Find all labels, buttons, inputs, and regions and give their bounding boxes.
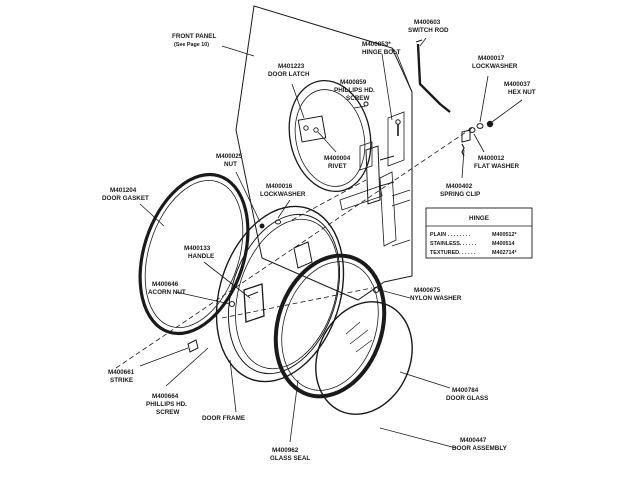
- label-door-frame: DOOR FRAME: [202, 415, 245, 422]
- label-rivet-num: M400004: [324, 155, 351, 162]
- label-nylon-washer: NYLON WASHER: [410, 295, 462, 302]
- label-hinge-bolt: HINGE BOLT: [362, 49, 401, 56]
- label-switch-rod-num: M400603: [414, 19, 441, 26]
- hex-nut-part: [486, 120, 494, 128]
- hinge-row-stainless-label: STAINLESS. . . . . .: [430, 241, 477, 247]
- spring-clip-part: [461, 143, 465, 157]
- label-door-latch-num: M401223: [278, 63, 305, 70]
- assembly-axis: [115, 127, 473, 369]
- flat-washer-part: [461, 127, 476, 143]
- label-nut-num: M400025: [216, 153, 243, 160]
- lockwasher-part: [476, 123, 484, 129]
- label-lockwasher2-num: M400016: [266, 183, 293, 190]
- hinge-bolt: [395, 119, 401, 136]
- label-rivet: RIVET: [328, 163, 347, 170]
- acorn-nut-part: [229, 301, 235, 307]
- door-gasket: [138, 172, 250, 336]
- door-frame: [215, 205, 345, 383]
- label-front-panel-note: (See Page 10): [174, 42, 209, 48]
- label-hex-nut-num: M400037: [504, 81, 531, 88]
- label-acorn-nut-num: M400646: [152, 281, 179, 288]
- door-latch: [297, 115, 327, 143]
- label-door-assembly-num: M400447: [460, 437, 487, 444]
- label-lockwasher-num: M400017: [478, 55, 505, 62]
- label-spring-clip: SPRING CLIP: [440, 191, 480, 198]
- hinge-row-stainless-value: M400514: [492, 241, 514, 247]
- label-strike: STRIKE: [110, 377, 133, 384]
- label-phillips-screw-1: PHILLIPS HD.: [334, 87, 375, 94]
- nylon-washer-part: [372, 286, 380, 294]
- leader-lines: [139, 37, 523, 449]
- label-nylon-washer-num: M400675: [414, 287, 441, 294]
- label-acorn-nut: ACORN NUT: [148, 289, 186, 296]
- label-door-gasket: DOOR GASKET: [102, 195, 149, 202]
- handle-part: [243, 283, 265, 323]
- label-phillips-screw2-1: PHILLIPS HD.: [146, 401, 187, 408]
- label-hinge-bolt-num: M400853*: [362, 41, 391, 48]
- label-nut: NUT: [224, 161, 237, 168]
- label-lockwasher2: LOCKWASHER: [260, 191, 306, 198]
- hinge-table-title: HINGE: [469, 215, 489, 222]
- label-door-latch: DOOR LATCH: [268, 71, 310, 78]
- nut-part: [259, 223, 265, 229]
- label-phillips-screw-2: SCREW: [346, 95, 369, 102]
- front-panel: [235, 5, 413, 301]
- label-switch-rod: SWITCH ROD: [408, 27, 449, 34]
- label-door-glass-num: M400784: [452, 387, 479, 394]
- label-strike-num: M400661: [108, 369, 135, 376]
- switch-rod: [415, 39, 451, 113]
- hinge-table: HINGE PLAIN . . . . . . . . M400512* STA…: [425, 207, 533, 259]
- label-phillips-screw2-num: M400664: [152, 393, 179, 400]
- door-glass: [315, 301, 413, 415]
- phillips-screw-latch: [363, 101, 369, 107]
- label-phillips-screw-num: M400859: [340, 79, 367, 86]
- hinge-row-textured-value: M402714*: [492, 250, 517, 256]
- label-glass-seal-num: M400962: [272, 447, 299, 454]
- hinge-row-plain-label: PLAIN . . . . . . . .: [430, 232, 471, 238]
- label-door-assembly: DOOR ASSEMBLY: [452, 445, 508, 452]
- label-door-glass: DOOR GLASS: [446, 395, 488, 402]
- hinge-row-textured-label: TEXTURED. . . . . .: [430, 250, 476, 256]
- label-handle-num: M400133: [184, 245, 211, 252]
- label-flat-washer-num: M400012: [478, 155, 505, 162]
- label-lockwasher: LOCKWASHER: [472, 63, 518, 70]
- label-glass-seal: GLASS SEAL: [270, 455, 310, 462]
- label-flat-washer: FLAT WASHER: [474, 163, 519, 170]
- glass-seal: [273, 253, 387, 399]
- label-spring-clip-num: M400402: [446, 183, 473, 190]
- strike-part: [187, 339, 199, 353]
- callout-labels: FRONT PANEL (See Page 10) M400603 SWITCH…: [102, 19, 536, 462]
- hinge: [365, 145, 395, 205]
- label-front-panel: FRONT PANEL: [172, 33, 216, 40]
- label-hex-nut: HEX NUT: [508, 89, 536, 96]
- label-door-gasket-num: M401204: [110, 187, 137, 194]
- hinge-row-plain-value: M400512*: [492, 232, 517, 238]
- label-phillips-screw2-2: SCREW: [156, 409, 179, 416]
- label-handle: HANDLE: [188, 253, 214, 260]
